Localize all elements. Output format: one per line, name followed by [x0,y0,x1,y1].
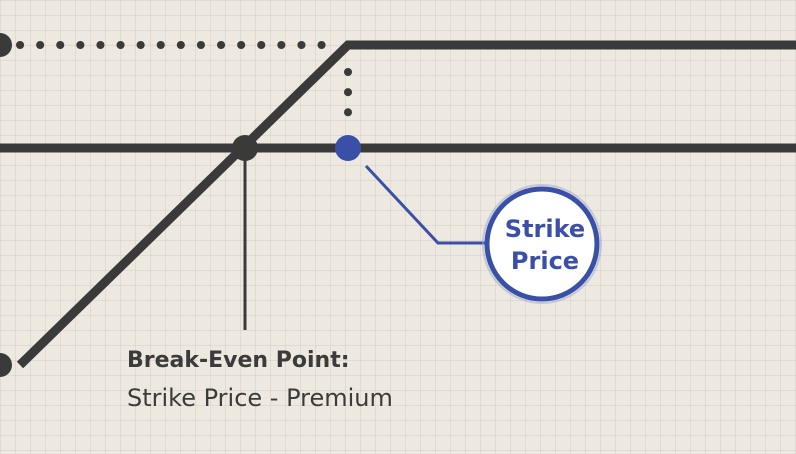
left-top-dot [0,33,12,57]
break-even-title: Break-Even Point: [127,348,350,373]
break-even-formula: Strike Price - Premium [127,384,393,412]
strike-badge-glow [482,184,602,304]
strike-badge-circle [484,186,600,302]
break-even-point [232,135,258,161]
strike-price-badge: Strike Price [482,184,602,304]
strike-price-point [335,135,361,161]
payoff-line [16,40,796,369]
strike-leader-line [364,164,488,245]
strike-badge-line2: Price [511,247,579,275]
left-bottom-dot [0,353,12,377]
strike-badge-line1: Strike [505,215,585,243]
